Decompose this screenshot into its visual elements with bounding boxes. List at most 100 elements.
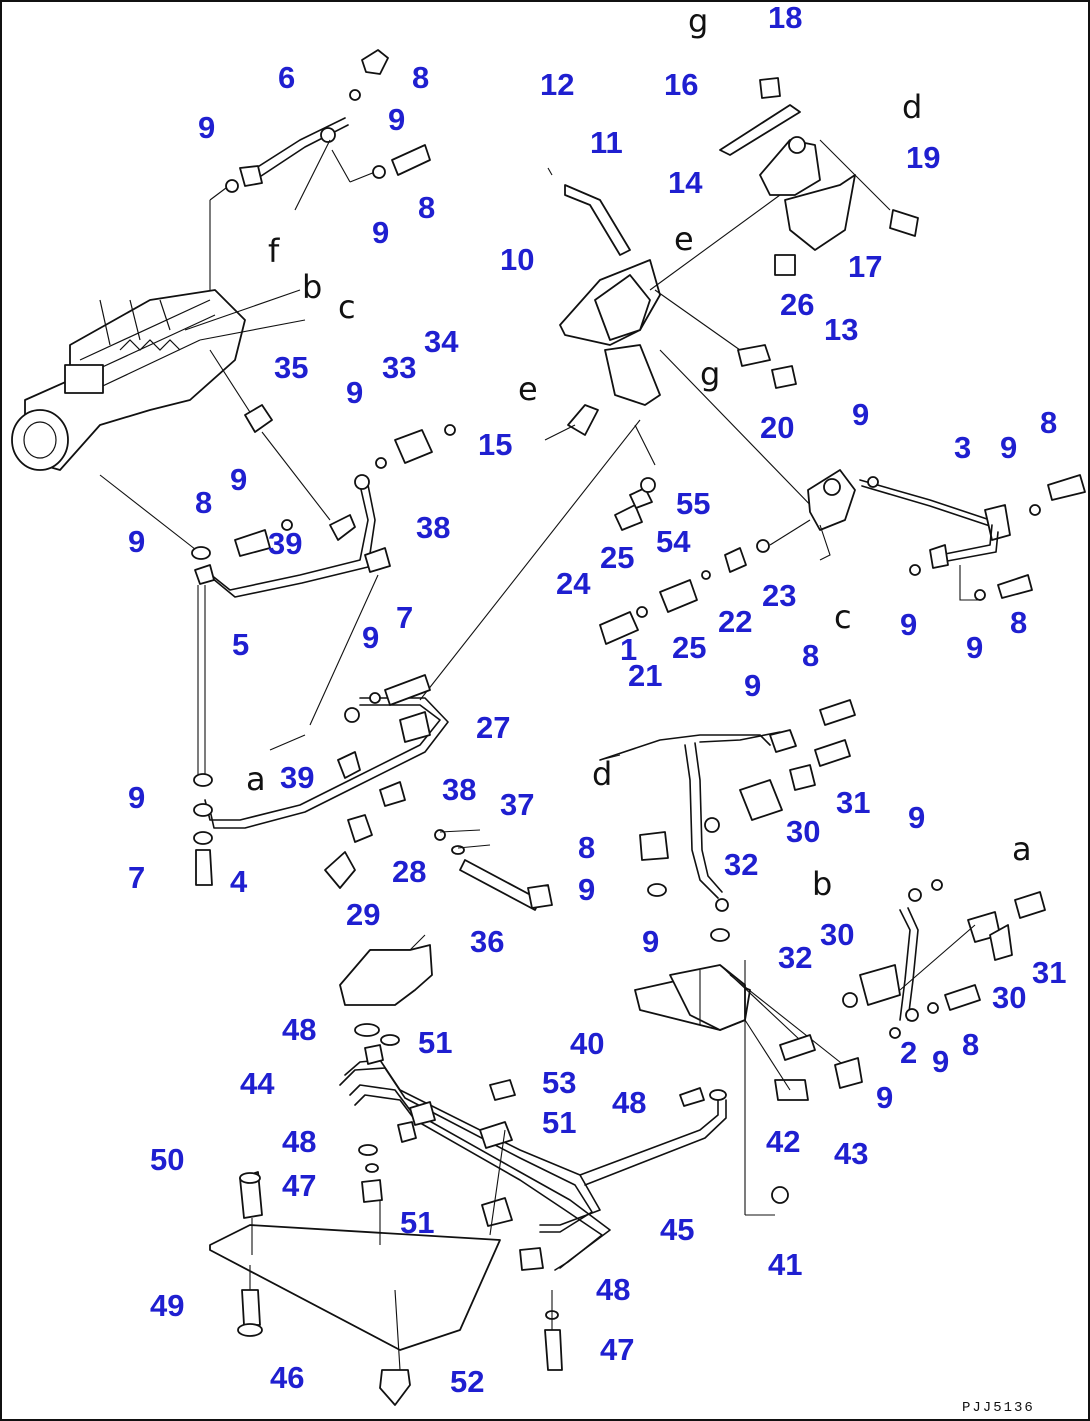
callout-8: 8 — [962, 1027, 979, 1062]
line-art — [11, 49, 1086, 1406]
callout-9: 9 — [372, 215, 389, 250]
callout-9: 9 — [852, 397, 869, 432]
callout-9: 9 — [198, 110, 215, 145]
callout-30: 30 — [820, 917, 854, 952]
callout-9: 9 — [908, 800, 925, 835]
ref-letter: d — [902, 88, 922, 126]
callout-29: 29 — [346, 897, 380, 932]
callout-6: 6 — [278, 60, 295, 95]
callout-9: 9 — [876, 1080, 893, 1115]
callout-9: 9 — [388, 102, 405, 137]
callout-30: 30 — [992, 980, 1026, 1015]
callout-9: 9 — [1000, 430, 1017, 465]
callout-9: 9 — [932, 1044, 949, 1079]
callout-10: 10 — [500, 242, 534, 277]
callout-54: 54 — [656, 524, 691, 559]
callout-41: 41 — [768, 1247, 802, 1282]
callout-52: 52 — [450, 1364, 484, 1399]
callout-20: 20 — [760, 410, 794, 445]
callout-8: 8 — [418, 190, 435, 225]
callout-49: 49 — [150, 1288, 184, 1323]
reference-letters: g d f b c e g e a d c b a — [246, 2, 1032, 903]
callout-40: 40 — [570, 1026, 604, 1061]
callout-26: 26 — [780, 287, 814, 322]
callout-33: 33 — [382, 350, 416, 385]
callout-28: 28 — [392, 854, 426, 889]
callout-4: 4 — [230, 864, 248, 899]
callout-17: 17 — [848, 249, 882, 284]
callout-15: 15 — [478, 427, 512, 462]
callout-36: 36 — [470, 924, 504, 959]
callout-8: 8 — [195, 485, 212, 520]
callout-2: 2 — [900, 1035, 917, 1070]
callout-47: 47 — [282, 1168, 316, 1203]
ref-letter: a — [1012, 830, 1032, 868]
callout-9: 9 — [642, 924, 659, 959]
callout-5: 5 — [232, 627, 249, 662]
callout-9: 9 — [362, 620, 379, 655]
callout-14: 14 — [668, 165, 703, 200]
callout-25: 25 — [600, 540, 634, 575]
callout-12: 12 — [540, 67, 574, 102]
ref-letter: b — [302, 268, 322, 306]
callout-48: 48 — [282, 1012, 316, 1047]
callout-48: 48 — [282, 1124, 316, 1159]
callout-31: 31 — [1032, 955, 1066, 990]
callout-48: 48 — [596, 1272, 630, 1307]
callout-9: 9 — [128, 780, 145, 815]
part-callouts: 1 48 2 3 4 5 6 7 7 8 8 8 8 8 8 8 8 9 9 9… — [128, 0, 1066, 1399]
callout-35: 35 — [274, 350, 308, 385]
ref-letter: d — [592, 755, 612, 793]
callout-48: 48 — [612, 1085, 646, 1120]
callout-39: 39 — [268, 526, 302, 561]
callout-51: 51 — [400, 1205, 434, 1240]
ref-letter: f — [268, 232, 280, 270]
callout-46: 46 — [270, 1360, 304, 1395]
callout-24: 24 — [556, 566, 591, 601]
callout-19: 19 — [906, 140, 940, 175]
callout-53: 53 — [542, 1065, 576, 1100]
callout-16: 16 — [664, 67, 698, 102]
ref-letter: a — [246, 760, 266, 798]
callout-8: 8 — [412, 60, 429, 95]
injection-pump — [11, 289, 246, 471]
callout-27: 27 — [476, 710, 510, 745]
callout-45: 45 — [660, 1212, 694, 1247]
callout-22: 22 — [718, 604, 752, 639]
callout-55: 55 — [676, 486, 710, 521]
callout-8: 8 — [1040, 405, 1057, 440]
ref-letter: g — [700, 355, 720, 393]
ref-letter: b — [812, 865, 832, 903]
callout-8: 8 — [1010, 605, 1027, 640]
ref-letter: c — [834, 598, 852, 636]
callout-1: 1 — [620, 632, 637, 667]
callout-9: 9 — [966, 630, 983, 665]
callout-42: 42 — [766, 1124, 800, 1159]
ref-letter: e — [518, 370, 538, 408]
drawing-code: PJJ5136 — [962, 1400, 1035, 1416]
callout-7: 7 — [128, 860, 145, 895]
callout-11: 11 — [590, 125, 623, 160]
callout-51: 51 — [418, 1025, 452, 1060]
callout-30: 30 — [786, 814, 820, 849]
callout-9: 9 — [128, 524, 145, 559]
callout-13: 13 — [824, 312, 858, 347]
callout-9: 9 — [230, 462, 247, 497]
callout-18: 18 — [768, 0, 802, 35]
callout-8: 8 — [578, 830, 595, 865]
callout-9: 9 — [900, 607, 917, 642]
ref-letter: e — [674, 220, 694, 258]
callout-38: 38 — [416, 510, 450, 545]
callout-3: 3 — [954, 430, 971, 465]
callout-32: 32 — [724, 847, 758, 882]
callout-9: 9 — [578, 872, 595, 907]
callout-9: 9 — [744, 668, 761, 703]
callout-43: 43 — [834, 1136, 868, 1171]
callout-8: 8 — [802, 638, 819, 673]
callout-47: 47 — [600, 1332, 634, 1367]
callout-34: 34 — [424, 324, 459, 359]
ref-letter: g — [688, 2, 708, 40]
callout-51: 51 — [542, 1105, 576, 1140]
